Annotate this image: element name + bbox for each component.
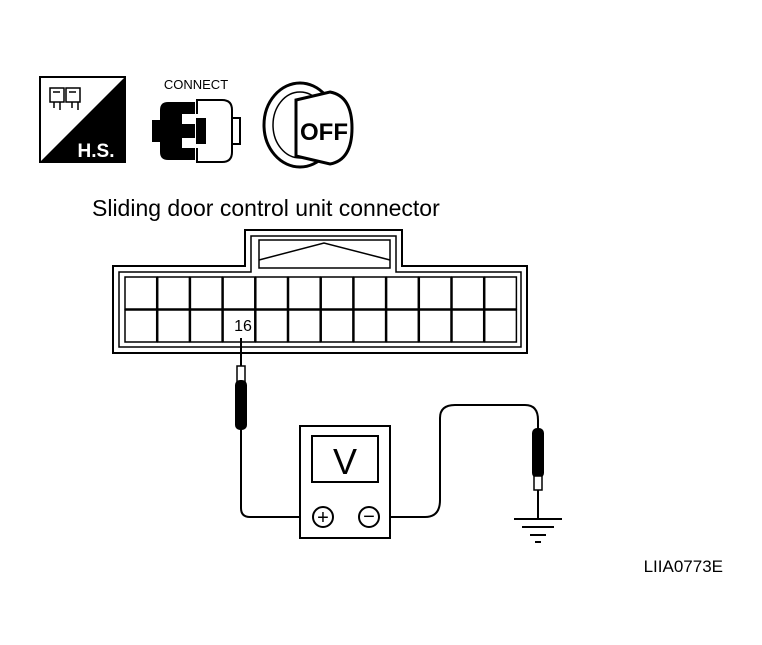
connector-cavity bbox=[156, 309, 191, 343]
connector-cavity bbox=[222, 276, 256, 310]
positive-probe bbox=[235, 338, 247, 430]
connector-cavity bbox=[320, 276, 354, 310]
connector-cavity bbox=[483, 276, 518, 310]
connector-cavity bbox=[418, 309, 452, 343]
ground-icon bbox=[514, 518, 562, 543]
connector-cavity bbox=[287, 276, 321, 310]
connector-cavity bbox=[385, 276, 420, 310]
negative-terminal bbox=[358, 506, 380, 528]
diagram-title: Sliding door control unit connector bbox=[92, 195, 440, 221]
connector-cavity bbox=[189, 276, 223, 310]
positive-lead-wire bbox=[240, 430, 310, 518]
harness-sign-icon: H.S. bbox=[39, 76, 126, 163]
connect-label: CONNECT bbox=[164, 77, 228, 92]
connector-cavity bbox=[353, 276, 387, 310]
connect-icon: CONNECT bbox=[152, 77, 241, 163]
harness-sign-label: H.S. bbox=[78, 141, 115, 162]
connector-cavity bbox=[320, 309, 354, 343]
connector-cavity bbox=[287, 309, 321, 343]
ignition-off-icon: OFF bbox=[262, 81, 354, 169]
connector-cavity bbox=[353, 309, 387, 343]
connector-cavity bbox=[255, 309, 289, 343]
negative-lead-wire bbox=[382, 404, 539, 518]
voltmeter: V + − bbox=[299, 425, 391, 539]
connector-cavity bbox=[222, 309, 256, 343]
terminal-number: 16 bbox=[234, 318, 252, 335]
connector-cavity bbox=[385, 309, 420, 343]
negative-terminal-label: − bbox=[363, 506, 375, 528]
figure-id: LIIA0773E bbox=[644, 557, 723, 576]
connector-cavity bbox=[124, 276, 158, 310]
connector-cavity bbox=[255, 276, 289, 310]
connector-cavity bbox=[451, 276, 485, 310]
connector-cavity bbox=[156, 276, 191, 310]
positive-terminal-label: + bbox=[317, 507, 329, 529]
connector-body bbox=[112, 229, 528, 354]
negative-probe bbox=[532, 428, 544, 518]
ignition-state-label: OFF bbox=[300, 119, 348, 146]
connector-cavity bbox=[483, 309, 518, 343]
connector-cavity bbox=[189, 309, 223, 343]
meter-display: V bbox=[333, 441, 357, 482]
connector-cavity bbox=[451, 309, 485, 343]
connector-cavity bbox=[418, 276, 452, 310]
connector-cavity bbox=[124, 309, 158, 343]
positive-terminal bbox=[312, 506, 334, 528]
connector-cavities bbox=[124, 276, 518, 343]
